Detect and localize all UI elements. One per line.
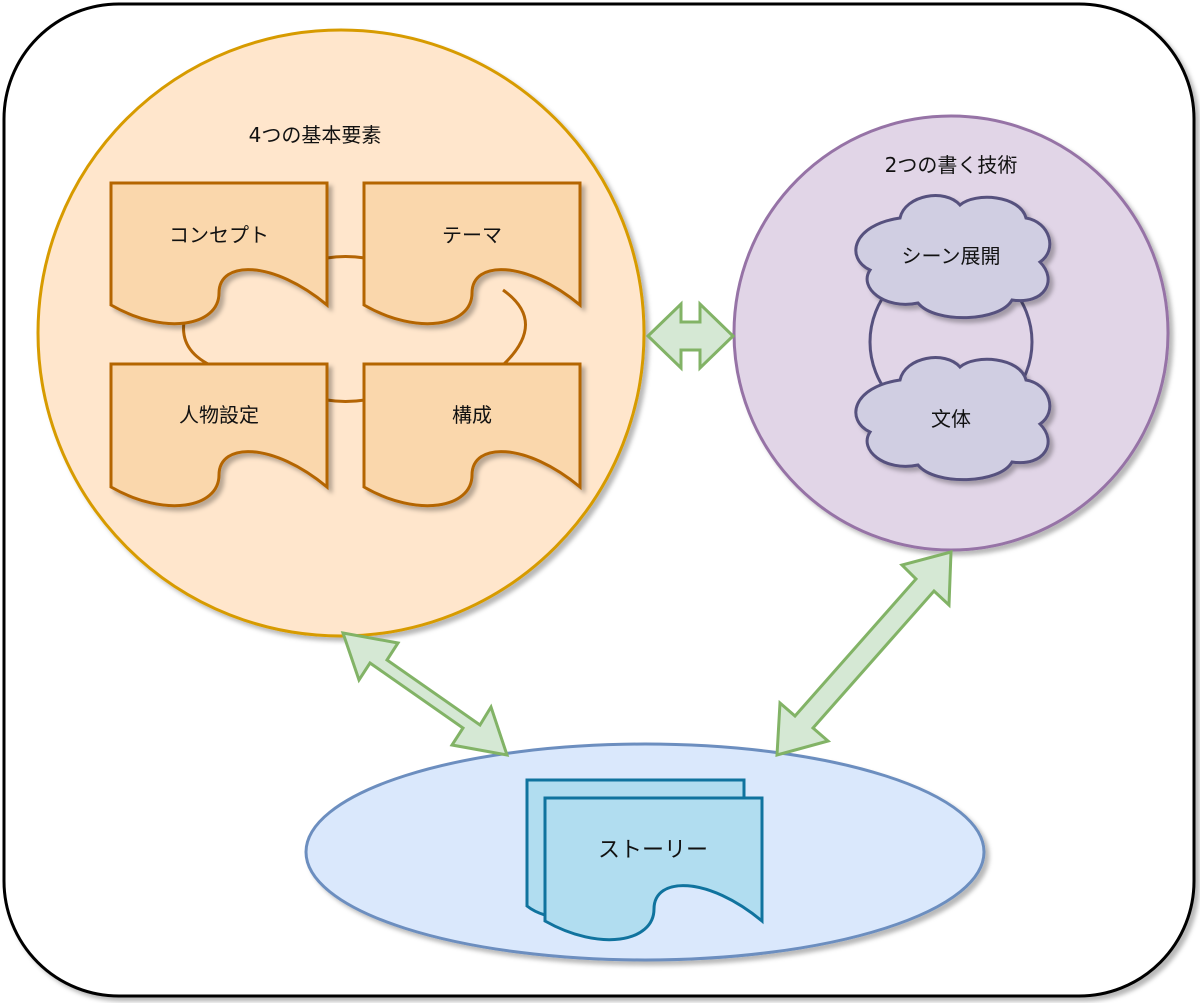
connector-concept-theme	[326, 255, 366, 260]
doc-concept[interactable]	[109, 181, 329, 326]
doc-theme-label: テーマ	[442, 223, 502, 247]
connector-concept-character	[182, 321, 211, 367]
elements-connectors	[182, 255, 527, 403]
elements-title: 4つの基本要素	[249, 123, 382, 147]
doc-character-label: 人物設定	[179, 403, 259, 427]
doc-character[interactable]	[109, 362, 329, 508]
elements-circle[interactable]	[36, 28, 646, 638]
techniques-circle[interactable]	[732, 114, 1170, 552]
doc-theme[interactable]	[362, 181, 582, 326]
story-document[interactable]	[525, 778, 764, 942]
cloud-style[interactable]	[854, 356, 1052, 482]
doc-structure[interactable]	[362, 362, 582, 508]
story-document-front	[543, 796, 764, 942]
doc-structure-label: 構成	[452, 403, 492, 427]
story-label: ストーリー	[598, 838, 708, 863]
cloud-style-label: 文体	[931, 407, 971, 431]
arrow-elements-story	[340, 631, 510, 757]
techniques-title: 2つの書く技術	[885, 153, 1018, 177]
arrow-techniques-story	[775, 550, 953, 757]
cloud-scene[interactable]	[854, 194, 1052, 320]
connector-character-structure	[326, 398, 366, 403]
connector-theme-structure	[501, 288, 527, 367]
arrow-elements-techniques	[645, 300, 736, 372]
doc-concept-label: コンセプト	[169, 223, 269, 247]
cloud-scene-label: シーン展開	[902, 244, 1001, 268]
